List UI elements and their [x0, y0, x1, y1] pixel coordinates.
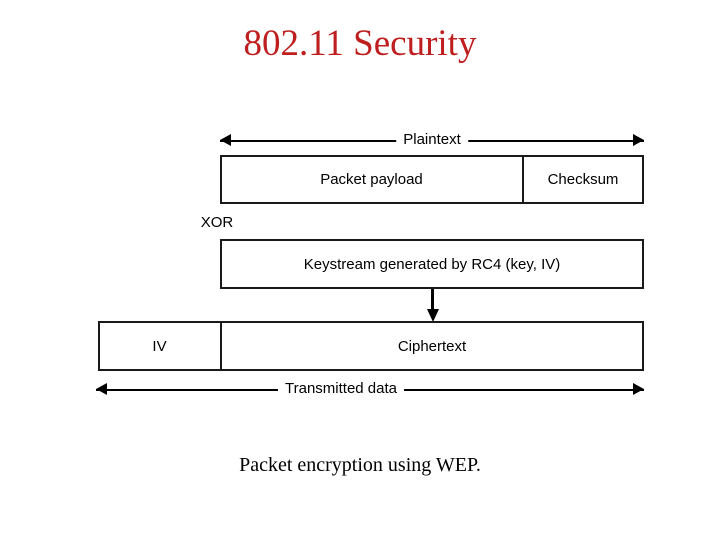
keystream-cell: Keystream generated by RC4 (key, IV) [303, 255, 561, 273]
checksum-cell: Checksum [547, 171, 619, 188]
figure-caption: Packet encryption using WEP. [239, 454, 481, 476]
transmitted-box-divider [220, 321, 222, 371]
transmitted-data-span-arrow: Transmitted data [96, 379, 644, 400]
packet-payload-cell: Packet payload [320, 171, 423, 188]
arrowhead-left-icon [96, 383, 107, 395]
arrowhead-right-icon [633, 134, 644, 146]
keystream-box [220, 239, 644, 289]
xor-down-arrow-icon [427, 289, 439, 322]
arrowhead-left-icon [220, 134, 231, 146]
arrowhead-right-icon [633, 383, 644, 395]
plaintext-box [220, 155, 644, 204]
ciphertext-cell: Ciphertext [397, 337, 467, 355]
plaintext-label: Plaintext [396, 130, 468, 150]
iv-cell: IV [152, 337, 167, 355]
xor-operation-label: XOR [200, 214, 234, 231]
plaintext-span-arrow: Plaintext [220, 130, 644, 151]
plaintext-box-divider [522, 155, 524, 204]
page-title: 802.11 Security [243, 23, 477, 64]
transmitted-data-box [98, 321, 644, 371]
transmitted-data-label: Transmitted data [278, 379, 404, 399]
arrow-shaft [431, 289, 434, 311]
arrowhead-down-icon [427, 309, 439, 322]
